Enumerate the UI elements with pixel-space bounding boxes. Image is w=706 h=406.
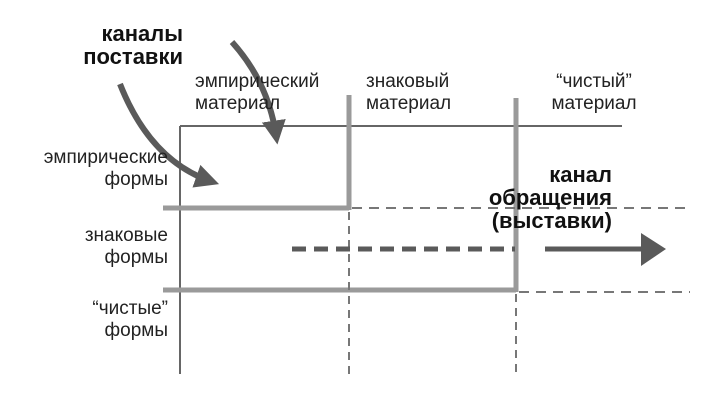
circulation-channel-label: канал обращения (выставки) bbox=[462, 163, 612, 232]
row-header-sign-line-1: знаковые bbox=[84, 225, 168, 246]
column-header-pure: “чистый” материал bbox=[534, 71, 654, 115]
supply-channels-line-2: поставки bbox=[83, 44, 183, 69]
row-header-pure-line-1: “чистые” bbox=[92, 298, 168, 319]
circulation-channel-line-2: обращения bbox=[488, 185, 612, 210]
circulation-channel-line-1: канал bbox=[549, 162, 612, 187]
column-header-pure-line-2: материал bbox=[551, 93, 637, 114]
supply-arrow-2 bbox=[229, 39, 286, 145]
supply-channels-label: каналы поставки bbox=[70, 22, 183, 68]
row-header-pure-line-2: формы bbox=[104, 320, 169, 341]
column-header-empirical: эмпирический материал bbox=[195, 71, 319, 115]
row-header-pure: “чистые” формы bbox=[10, 298, 168, 342]
row-header-sign-line-2: формы bbox=[104, 247, 169, 268]
column-header-pure-line-1: “чистый” bbox=[556, 71, 632, 92]
supply-channels-line-1: каналы bbox=[101, 21, 183, 46]
column-header-empirical-line-1: эмпирический bbox=[195, 71, 320, 92]
supply-arrow-1 bbox=[117, 82, 220, 188]
circulation-channel-line-3: (выставки) bbox=[491, 208, 612, 233]
row-header-empirical-line-2: формы bbox=[104, 169, 169, 190]
column-header-empirical-line-2: материал bbox=[195, 93, 281, 114]
column-header-sign-line-1: знаковый bbox=[366, 71, 450, 92]
circulation-arrowhead bbox=[641, 233, 666, 266]
row-header-sign: знаковые формы bbox=[10, 225, 168, 269]
row-header-empirical: эмпирические формы bbox=[10, 147, 168, 191]
row-header-empirical-line-1: эмпирические bbox=[43, 147, 168, 168]
column-header-sign: знаковый материал bbox=[366, 71, 451, 115]
column-header-sign-line-2: материал bbox=[366, 93, 452, 114]
